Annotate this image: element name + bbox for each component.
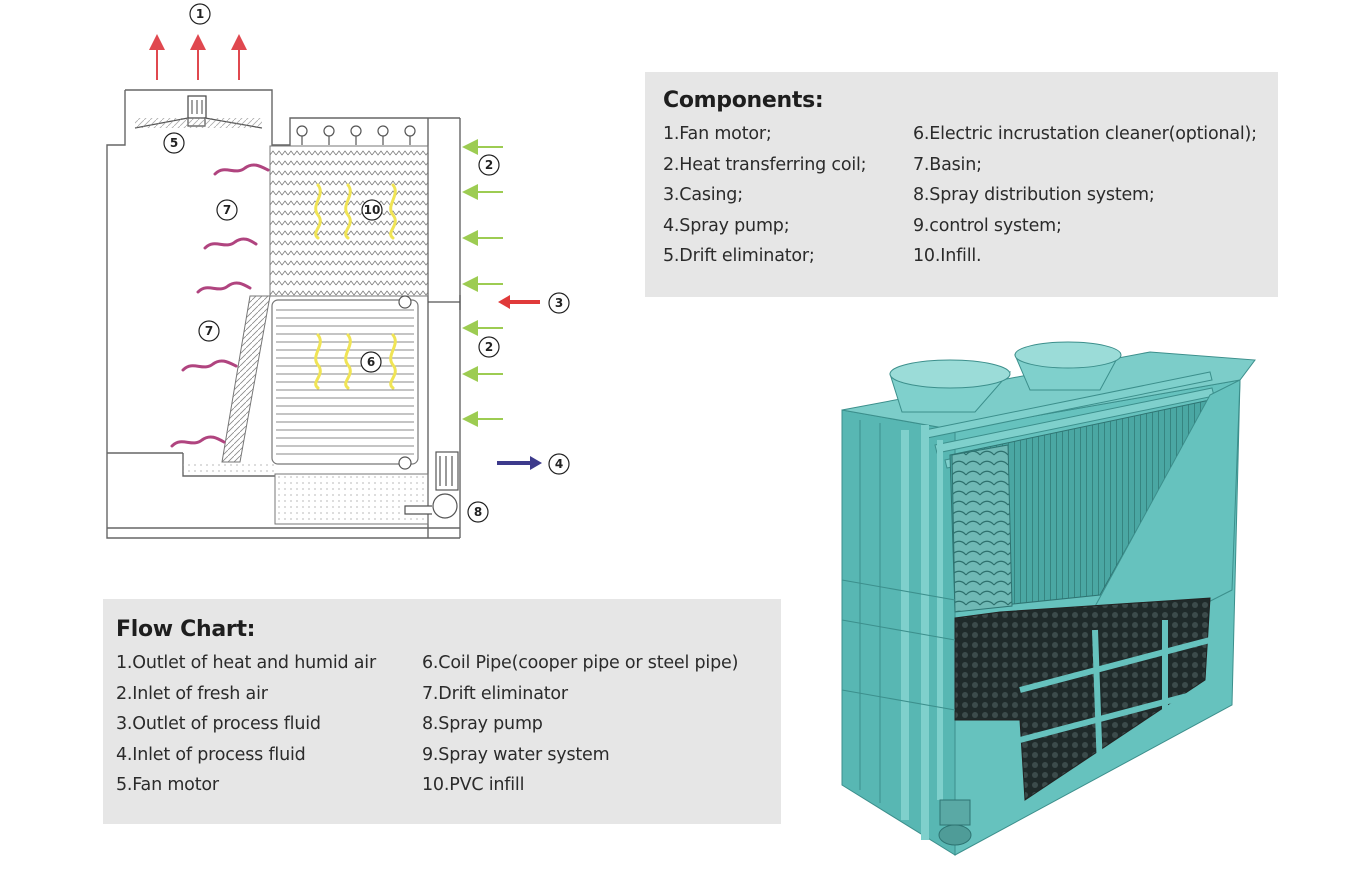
infill-frame-bars [1019, 620, 1211, 771]
callout-8: 8 [467, 501, 489, 523]
process-fluid-inlet-arrow [497, 456, 542, 470]
components-panel: Components: 1.Fan motor; 2.Heat transferr… [645, 72, 1278, 297]
callout-4: 4 [548, 453, 570, 475]
flow-chart-item: 8.Spray pump [422, 714, 543, 734]
component-item: 5.Drift eliminator; [663, 246, 815, 266]
components-title: Components: [663, 88, 824, 113]
flow-chart-item: 3.Outlet of process fluid [116, 714, 321, 734]
callout-2: 2 [478, 154, 500, 176]
component-item: 6.Electric incrustation cleaner(optional… [913, 124, 1257, 144]
callout-label: 7 [223, 203, 231, 217]
side-pipes [901, 425, 943, 840]
callout-2: 2 [478, 336, 500, 358]
callout-label: 2 [485, 158, 493, 172]
flow-chart-item: 6.Coil Pipe(cooper pipe or steel pipe) [422, 653, 739, 673]
infill-section [954, 597, 1211, 801]
component-item: 3.Casing; [663, 185, 743, 205]
fan-stack-right [1014, 341, 1122, 391]
component-item: 2.Heat transferring coil; [663, 154, 867, 175]
flow-chart-item: 2.Inlet of fresh air [116, 683, 268, 704]
component-item: 7.Basin; [913, 154, 982, 175]
component-item: 8.Spray distribution system; [913, 185, 1155, 205]
process-fluid-outlet-arrow [498, 295, 540, 309]
component-item: 10.Infill. [913, 246, 982, 266]
callout-label: 5 [170, 136, 178, 150]
callout-10: 10 [361, 199, 383, 221]
component-item: 9.control system; [913, 215, 1062, 236]
flow-chart-item: 7.Drift eliminator [422, 683, 568, 704]
callout-label: 6 [367, 355, 375, 369]
callout-1: 1 [189, 3, 211, 25]
basin-water [274, 473, 429, 525]
humid-air-waves [170, 163, 270, 448]
flow-chart-item: 4.Inlet of process fluid [116, 744, 306, 765]
callout-3: 3 [548, 292, 570, 314]
heat-waves [314, 183, 397, 390]
fan-motor [134, 95, 263, 129]
components-list-left: 1.Fan motor; 2.Heat transferring coil; 3.C… [663, 119, 913, 272]
callout-label: 7 [205, 324, 213, 338]
spray-pump [398, 295, 461, 519]
components-list-right: 6.Electric incrustation cleaner(optional… [913, 119, 1257, 272]
flow-chart-panel: Flow Chart: 1.Outlet of heat and humid a… [103, 599, 781, 824]
diagram-callouts: 1 2 2 3 4 5 6 7 7 8 10 [163, 3, 570, 523]
flow-chart-title: Flow Chart: [116, 617, 256, 642]
flow-chart-item: 9.Spray water system [422, 744, 610, 765]
fan-stack-left [889, 359, 1012, 413]
component-item: 1.Fan motor; [663, 124, 772, 144]
pump-assembly [938, 799, 972, 846]
flow-chart-item: 5.Fan motor [116, 775, 219, 795]
callout-7: 7 [198, 320, 220, 342]
callout-label: 4 [555, 457, 563, 471]
flow-chart-list-left: 1.Outlet of heat and humid air 2.Inlet of… [116, 648, 422, 801]
callout-7: 7 [216, 199, 238, 221]
hot-air-outlet-arrows [149, 34, 247, 80]
cooling-tower-schematic: 1 2 2 3 4 5 6 7 7 8 10 [106, 3, 570, 539]
spray-nozzles [296, 125, 416, 145]
callout-label: 2 [485, 340, 493, 354]
callout-label: 8 [474, 505, 482, 519]
callout-5: 5 [163, 132, 185, 154]
flow-chart-item: 10.PVC infill [422, 775, 525, 795]
callout-6: 6 [360, 351, 382, 373]
fresh-air-inlet-arrows [462, 139, 503, 427]
component-item: 4.Spray pump; [663, 215, 790, 236]
panel-seams [841, 420, 956, 803]
flow-chart-list-right: 6.Coil Pipe(cooper pipe or steel pipe) 7.… [422, 648, 738, 801]
coil-section [949, 399, 1211, 611]
coil-tube-ends [951, 444, 1013, 613]
callout-label: 10 [364, 203, 381, 217]
flow-chart-item: 1.Outlet of heat and humid air [116, 653, 376, 673]
callout-label: 3 [555, 296, 563, 310]
callout-label: 1 [196, 7, 204, 21]
